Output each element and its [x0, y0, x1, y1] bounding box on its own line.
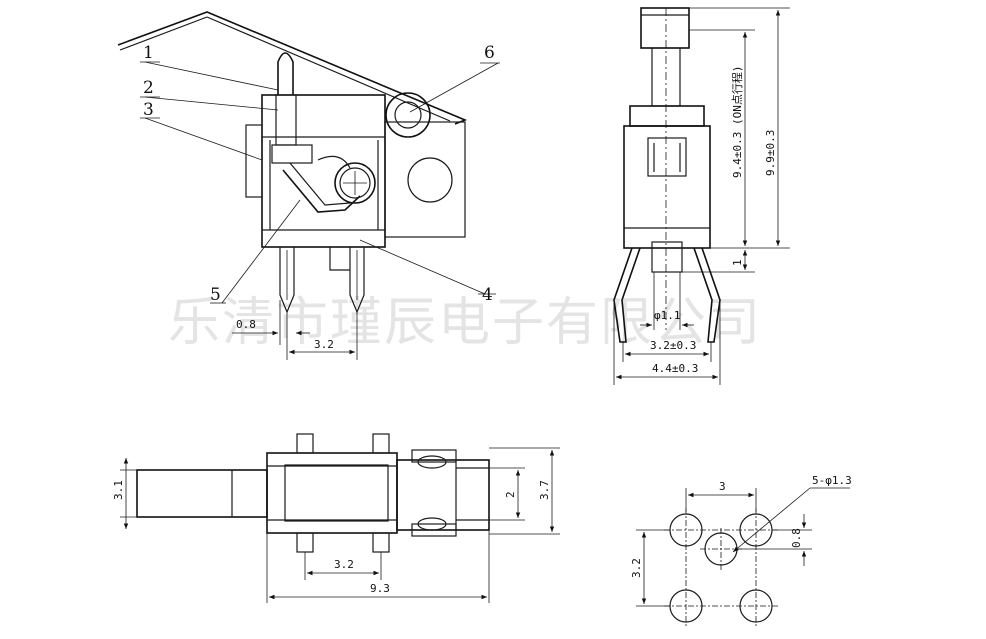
dim-hole-spacing: 3 — [719, 480, 726, 493]
top-view: 3.1 2 3.7 3.2 9.3 — [112, 433, 560, 603]
top-bracket — [396, 459, 490, 531]
dim-hole-count-diameter: 5-φ1.3 — [812, 474, 852, 487]
side-center-pin — [651, 241, 683, 273]
callout-4: 4 — [482, 285, 493, 305]
watermark-text: 乐清市瑾辰电子有限公司 — [168, 293, 762, 353]
dim-row-spacing: 3.2 — [630, 558, 643, 578]
front-view: 1 2 3 4 5 6 0.8 3.2 — [117, 11, 500, 360]
bracket-hole — [407, 157, 453, 203]
internal-roller — [334, 162, 376, 204]
lever-roller-outer — [385, 92, 431, 138]
dim-slot-width: 2 — [504, 491, 517, 498]
dim-hole-offset: 0.8 — [790, 528, 803, 548]
dim-lever-width: 3.1 — [112, 480, 125, 500]
dim-body-width: 4.4±0.3 — [652, 362, 698, 375]
dim-body-height: 3.7 — [538, 480, 551, 500]
front-lever — [117, 11, 468, 125]
left-tab — [245, 124, 263, 198]
pcb-footprint: 3 5-φ1.3 0.8 3.2 — [630, 474, 852, 628]
callout-6: 6 — [484, 43, 495, 63]
mounting-bracket — [384, 121, 466, 238]
dim-total-length: 9.3 — [370, 582, 390, 595]
dim-pin-pitch-top: 3.2 — [334, 558, 354, 571]
dim-pin-span: 3.2±0.3 — [650, 339, 696, 352]
top-pin-tr — [372, 433, 390, 454]
top-pin-bl — [296, 532, 314, 553]
callout-2: 2 — [143, 78, 154, 98]
plunger — [277, 52, 294, 95]
front-housing — [261, 94, 386, 248]
top-pin-br — [372, 532, 390, 553]
dim-total-height: 9.9±0.3 — [764, 130, 777, 176]
callout-3: 3 — [143, 100, 154, 120]
dim-pin-diameter: φ1.1 — [654, 309, 681, 322]
callout-1: 1 — [143, 43, 154, 63]
dim-pin-pitch-front: 3.2 — [314, 338, 334, 351]
side-view: 9.4±0.3 (ON点行程) 9.9±0.3 1 φ1.1 3.2±0.3 4… — [613, 7, 790, 385]
spring-contact — [282, 169, 361, 213]
top-pin-tl — [296, 433, 314, 454]
side-actuator — [640, 7, 690, 49]
dim-on-travel: 9.4±0.3 (ON点行程) — [731, 66, 744, 178]
dim-pin-width: 0.8 — [236, 318, 256, 331]
callout-5: 5 — [210, 285, 221, 305]
side-housing — [623, 125, 711, 249]
lever-roller-inner — [394, 101, 422, 129]
dim-pin-standoff: 1 — [731, 259, 744, 266]
top-lever — [136, 469, 268, 518]
